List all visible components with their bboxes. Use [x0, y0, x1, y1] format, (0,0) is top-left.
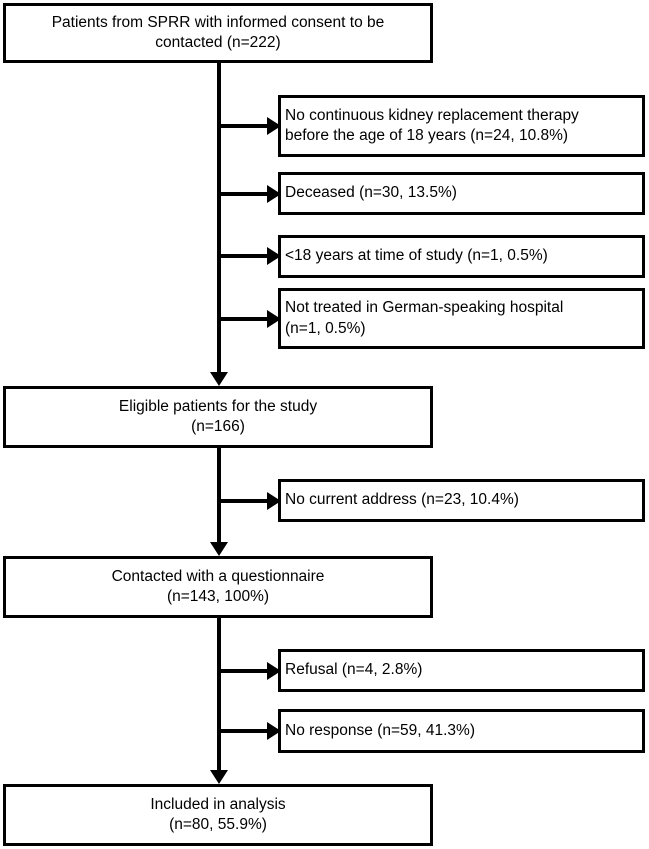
node-exclusion-no-crrt-line1: No continuous kidney replacement therapy [285, 106, 579, 124]
branch-line-refusal [217, 669, 273, 673]
arrow-to-no-address [267, 492, 281, 510]
trunk-line-upper [217, 63, 221, 376]
node-exclusion-deceased: Deceased (n=30, 13.5%) [278, 172, 645, 215]
node-included-in-analysis-line2: (n=80, 55.9%) [169, 816, 267, 833]
node-source-population-line2: contacted (n=222) [155, 34, 281, 51]
branch-line-under18 [217, 254, 273, 258]
node-exclusion-no-response-line1: No response (n=59, 41.3%) [285, 721, 475, 739]
node-exclusion-no-crrt: No continuous kidney replacement therapy… [278, 95, 645, 157]
node-exclusion-not-german-line2: (n=1, 0.5%) [285, 319, 366, 337]
node-contacted-questionnaire: Contacted with a questionnaire (n=143, 1… [3, 556, 433, 618]
arrow-into-included [210, 770, 228, 784]
branch-line-no-crrt [217, 124, 273, 128]
node-exclusion-no-address-line1: No current address (n=23, 10.4%) [285, 491, 519, 509]
node-exclusion-no-response: No response (n=59, 41.3%) [278, 709, 645, 753]
node-included-in-analysis-line1: Included in analysis [150, 795, 286, 813]
node-contacted-questionnaire-line1: Contacted with a questionnaire [111, 567, 325, 585]
node-exclusion-refusal: Refusal (n=4, 2.8%) [278, 649, 645, 692]
node-eligible-patients-line2: (n=166) [191, 418, 245, 435]
arrow-to-under18 [267, 247, 281, 265]
arrow-to-not-german [267, 310, 281, 328]
branch-line-deceased [217, 192, 273, 196]
branch-line-no-response [217, 729, 273, 733]
node-included-in-analysis: Included in analysis (n=80, 55.9%) [3, 784, 433, 846]
node-source-population: Patients from SPRR with informed consent… [3, 3, 433, 63]
node-exclusion-no-crrt-line2: before the age of 18 years (n=24, 10.8%) [285, 127, 569, 144]
node-eligible-patients-line1: Eligible patients for the study [118, 397, 318, 415]
node-eligible-patients: Eligible patients for the study (n=166) [3, 386, 433, 448]
node-exclusion-deceased-line1: Deceased (n=30, 13.5%) [285, 184, 457, 202]
arrow-into-contacted [210, 542, 228, 556]
node-exclusion-not-german-line1: Not treated in German-speaking hospital [285, 299, 564, 317]
arrow-to-no-response [267, 722, 281, 740]
node-source-population-line1: Patients from SPRR with informed consent… [51, 13, 385, 31]
arrow-to-no-crrt [267, 117, 281, 135]
trunk-line-lower [217, 618, 221, 774]
branch-line-not-german [217, 317, 273, 321]
trunk-line-middle [217, 448, 221, 546]
node-exclusion-not-german: Not treated in German-speaking hospital … [278, 288, 645, 349]
node-exclusion-under18-line1: <18 years at time of study (n=1, 0.5%) [285, 247, 548, 265]
arrow-into-eligible [210, 372, 228, 386]
node-exclusion-under18: <18 years at time of study (n=1, 0.5%) [278, 235, 645, 278]
node-exclusion-refusal-line1: Refusal (n=4, 2.8%) [285, 661, 423, 679]
node-contacted-questionnaire-line2: (n=143, 100%) [166, 588, 270, 605]
arrow-to-deceased [267, 185, 281, 203]
node-exclusion-no-address: No current address (n=23, 10.4%) [278, 479, 645, 522]
branch-line-no-address [217, 499, 273, 503]
arrow-to-refusal [267, 662, 281, 680]
